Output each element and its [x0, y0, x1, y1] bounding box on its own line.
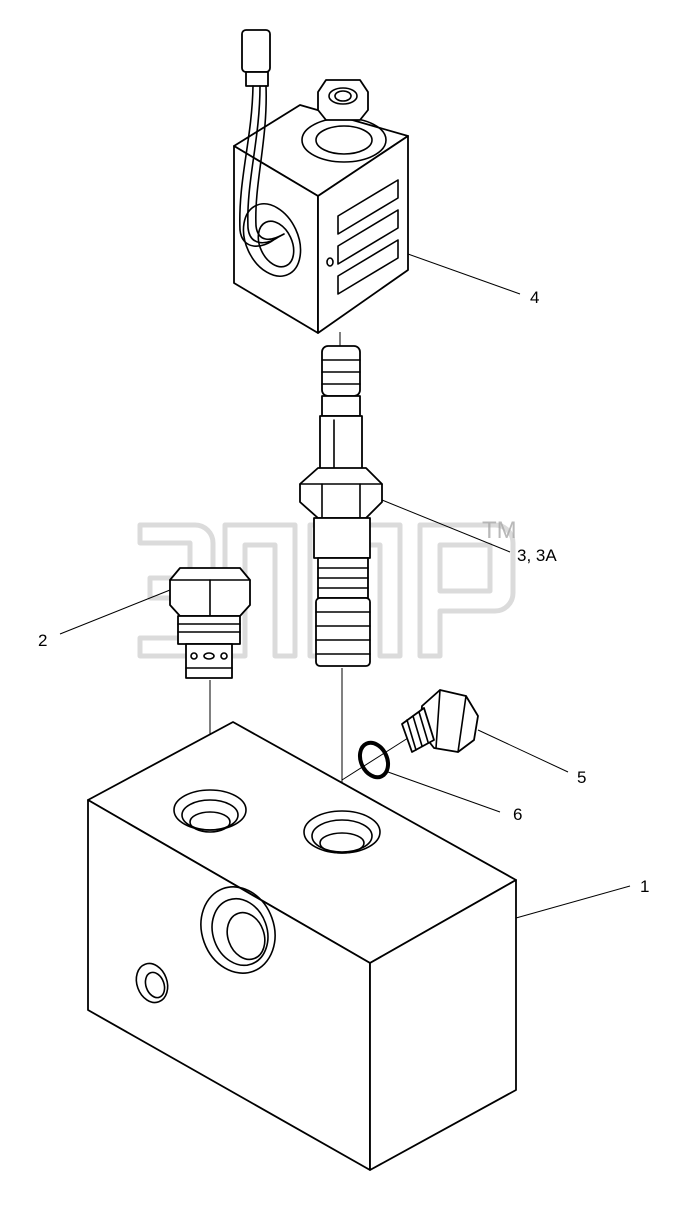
callout-1: 1	[640, 877, 649, 896]
watermark-tm: TM	[482, 517, 517, 544]
part-1-manifold-block	[87, 721, 517, 1171]
leader-1	[515, 885, 631, 919]
part-3-solenoid-cartridge	[299, 345, 383, 667]
callout-3: 3, 3A	[517, 546, 557, 565]
leader-4	[407, 253, 521, 295]
callout-6: 6	[513, 805, 522, 824]
leader-2	[59, 589, 171, 635]
part-2-check-valve	[169, 567, 251, 679]
part-5-plug	[401, 689, 479, 753]
callout-2: 2	[38, 631, 47, 650]
callout-5: 5	[577, 768, 586, 787]
leader-5	[477, 729, 569, 773]
leader-3	[381, 499, 511, 553]
part-6-o-ring	[357, 740, 391, 780]
callout-4: 4	[530, 288, 539, 307]
axis-line-plug	[341, 737, 409, 781]
leader-6	[387, 771, 501, 813]
part-4-solenoid-coil	[233, 29, 409, 334]
